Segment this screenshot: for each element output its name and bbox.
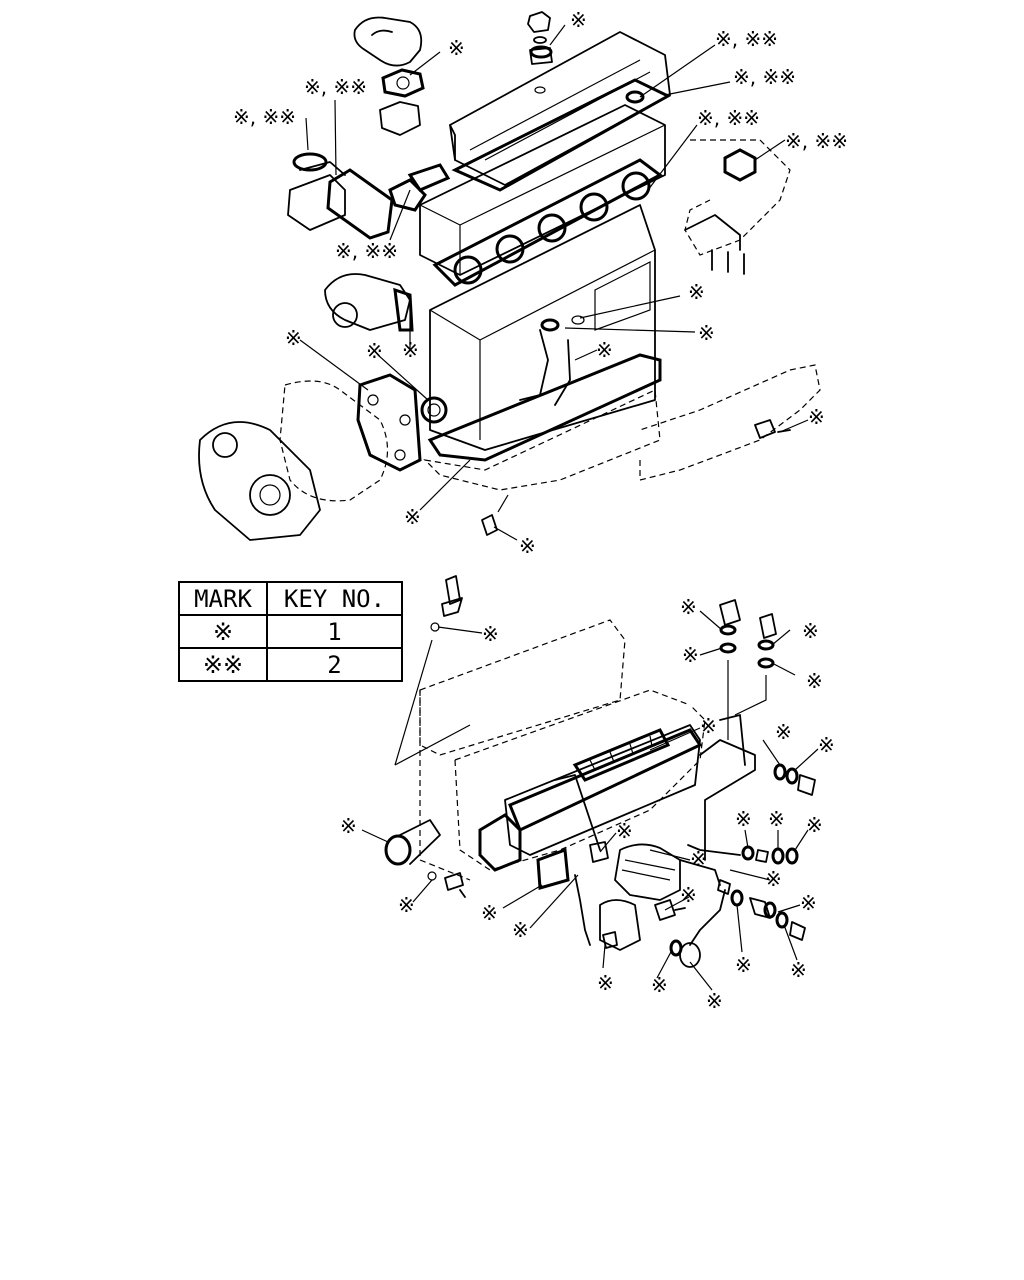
upper-leader-lines: [299, 24, 809, 541]
table-row: ※※ 2: [178, 647, 403, 682]
callout-label: ※: [806, 813, 823, 837]
callout-label: ※: [700, 714, 717, 738]
callout-labels: ※ ※ ※, ※※ ※, ※※ ※, ※※ ※, ※※ ※, ※※ ※, ※※ …: [233, 8, 848, 1013]
callout-label: ※: [519, 534, 536, 558]
callout-label: ※: [340, 814, 357, 838]
callout-label: ※: [688, 280, 705, 304]
oil-seal-ring: [292, 152, 328, 172]
callout-label: ※: [596, 338, 613, 362]
callout-label: ※, ※※: [715, 27, 778, 51]
callout-label: ※, ※※: [233, 105, 296, 129]
callout-label: ※, ※※: [335, 239, 398, 263]
head-cover-gasket: [451, 78, 672, 192]
callout-label: ※, ※※: [304, 75, 367, 99]
callout-label: ※: [285, 326, 302, 350]
callout-label: ※: [690, 847, 707, 871]
callout-label: ※: [366, 339, 383, 363]
oil-pan-gasket: [427, 353, 662, 462]
callout-label: ※: [768, 807, 785, 831]
key-cell: 2: [266, 647, 403, 682]
header-mark: MARK: [178, 581, 268, 616]
mark-key-table: MARK KEY NO. ※ 1 ※※ 2: [178, 581, 403, 682]
callout-label: ※: [616, 819, 633, 843]
mark-cell: ※※: [178, 647, 268, 682]
callout-label: ※: [775, 720, 792, 744]
callout-label: ※: [680, 883, 697, 907]
callout-label: ※: [482, 622, 499, 646]
callout-label: ※: [597, 971, 614, 995]
front-seal: [384, 834, 412, 866]
callout-label: ※: [448, 36, 465, 60]
callout-label: ※: [680, 595, 697, 619]
callout-label: ※: [818, 733, 835, 757]
thermostat-gasket: [381, 68, 425, 98]
callout-label: ※: [404, 505, 421, 529]
callout-label: ※: [808, 405, 825, 429]
callout-label: ※: [682, 643, 699, 667]
lower-leader-lines: [361, 610, 819, 991]
callout-label: ※: [806, 669, 823, 693]
table-header-row: MARK KEY NO.: [178, 581, 403, 616]
callout-label: ※: [790, 958, 807, 982]
callout-label: ※: [512, 918, 529, 942]
header-key-no: KEY NO.: [266, 581, 403, 616]
callout-label: ※, ※※: [785, 129, 848, 153]
callout-label: ※: [481, 901, 498, 925]
mark-cell: ※: [178, 614, 268, 649]
callout-label: ※: [570, 8, 587, 32]
callout-label: ※: [735, 807, 752, 831]
front-oil-seal: [420, 396, 448, 424]
callout-label: ※: [765, 867, 782, 891]
callout-label: ※, ※※: [697, 106, 760, 130]
callout-label: ※: [651, 973, 668, 997]
timing-case-gasket: [356, 373, 422, 472]
key-cell: 1: [266, 614, 403, 649]
callout-label: ※: [706, 989, 723, 1013]
lower-engine-assembly: [384, 575, 816, 968]
callout-label: ※: [402, 338, 419, 362]
table-row: ※ 1: [178, 614, 403, 649]
callout-label: ※: [800, 891, 817, 915]
callout-label: ※: [698, 321, 715, 345]
callout-label: ※: [735, 953, 752, 977]
callout-label: ※: [398, 893, 415, 917]
callout-label: ※, ※※: [733, 65, 796, 89]
callout-label: ※: [802, 619, 819, 643]
upper-engine-assembly: [198, 11, 821, 541]
